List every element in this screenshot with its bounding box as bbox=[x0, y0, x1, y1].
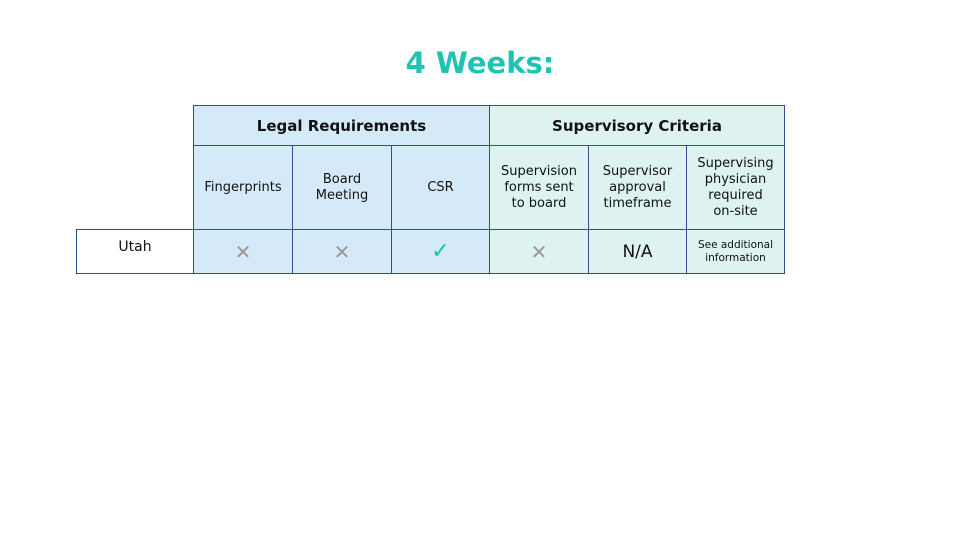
value-na: N/A bbox=[588, 229, 687, 274]
column-header-csr: CSR bbox=[391, 145, 490, 230]
group-header-legal: Legal Requirements bbox=[193, 105, 490, 146]
column-header-board-meeting: Board Meeting bbox=[292, 145, 392, 230]
column-header-supervision-forms: Supervision forms sent to board bbox=[489, 145, 589, 230]
cross-icon: ✕ bbox=[292, 229, 392, 274]
column-header-physician-onsite: Supervising physician required on-site bbox=[686, 145, 785, 230]
column-header-approval-timeframe: Supervisor approval timeframe bbox=[588, 145, 687, 230]
group-header-supervisory: Supervisory Criteria bbox=[489, 105, 785, 146]
slide-title: 4 Weeks: bbox=[405, 46, 555, 80]
column-header-fingerprints: Fingerprints bbox=[193, 145, 293, 230]
check-icon: ✓ bbox=[391, 229, 490, 274]
row-state-utah: Utah bbox=[76, 229, 194, 274]
cross-icon: ✕ bbox=[489, 229, 589, 274]
cross-icon: ✕ bbox=[193, 229, 293, 274]
value-see-additional-info: See additional information bbox=[686, 229, 785, 274]
